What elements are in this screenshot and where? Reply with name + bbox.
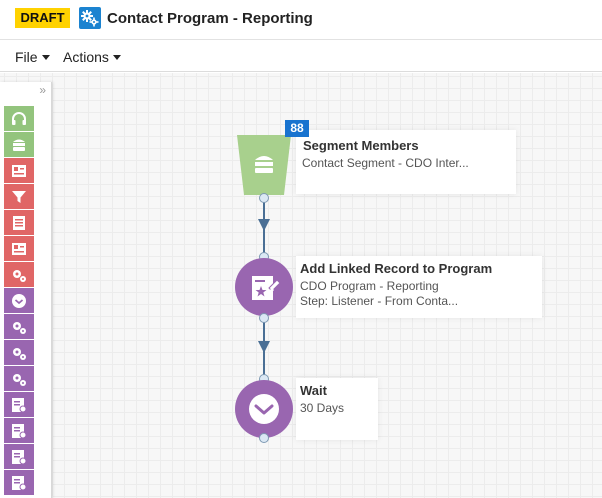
draft-badge: DRAFT [15, 8, 70, 28]
segment-members-subtitle: Contact Segment - CDO Inter... [302, 156, 469, 170]
element-palette: » [0, 82, 52, 498]
chevron-down-icon [41, 55, 50, 60]
gears-icon [79, 7, 101, 29]
palette-clock-icon[interactable] [4, 288, 34, 313]
palette-headset-icon[interactable] [4, 106, 34, 131]
palette-record-icon[interactable] [4, 392, 34, 417]
chevron-down-icon [112, 55, 121, 60]
segment-count-badge: 88 [285, 120, 309, 137]
linked-record-icon [252, 276, 281, 300]
segment-members-title: Segment Members [303, 138, 419, 153]
file-menu-label: File [15, 49, 38, 65]
palette-database-icon[interactable] [4, 132, 34, 157]
add-linked-record-title: Add Linked Record to Program [300, 261, 493, 276]
palette-contact-card-icon[interactable] [4, 158, 34, 183]
palette-record-icon-2[interactable] [4, 418, 34, 443]
add-linked-record-card[interactable] [296, 256, 542, 318]
palette-record-icon-4[interactable] [4, 470, 34, 495]
segment-members-card[interactable] [296, 130, 516, 194]
add-linked-record-program: CDO Program - Reporting [300, 279, 439, 293]
wait-title: Wait [300, 383, 327, 398]
wait-card[interactable] [296, 378, 378, 440]
menu-bar: File Actions [0, 40, 602, 72]
palette-gears-icon[interactable] [4, 262, 34, 287]
palette-filter-icon[interactable] [4, 184, 34, 209]
wait-duration: 30 Days [300, 401, 345, 415]
actions-menu-label: Actions [63, 49, 109, 65]
segment-members-step[interactable] [235, 135, 293, 197]
wait-step[interactable] [235, 380, 293, 438]
add-linked-record-step[interactable] [235, 258, 293, 316]
clock-icon [249, 394, 279, 424]
wait-output-port[interactable] [259, 433, 269, 443]
palette-gears-icon-4[interactable] [4, 366, 34, 391]
palette-record-icon-3[interactable] [4, 444, 34, 469]
linked-record-output-port[interactable] [259, 313, 269, 323]
add-linked-record-step-name: Step: Listener - From Conta... [300, 294, 459, 308]
palette-list-icon[interactable] [4, 210, 34, 235]
page-title: Contact Program - Reporting [107, 10, 313, 27]
palette-gears-icon-2[interactable] [4, 314, 34, 339]
collapse-palette-button[interactable]: » [39, 83, 46, 97]
palette-contact-card-icon-2[interactable] [4, 236, 34, 261]
palette-gears-icon-3[interactable] [4, 340, 34, 365]
segment-output-port[interactable] [259, 193, 269, 203]
file-menu[interactable]: File [15, 49, 50, 65]
program-header: DRAFT Contact Program - Reporting [0, 0, 602, 40]
actions-menu[interactable]: Actions [63, 49, 121, 65]
